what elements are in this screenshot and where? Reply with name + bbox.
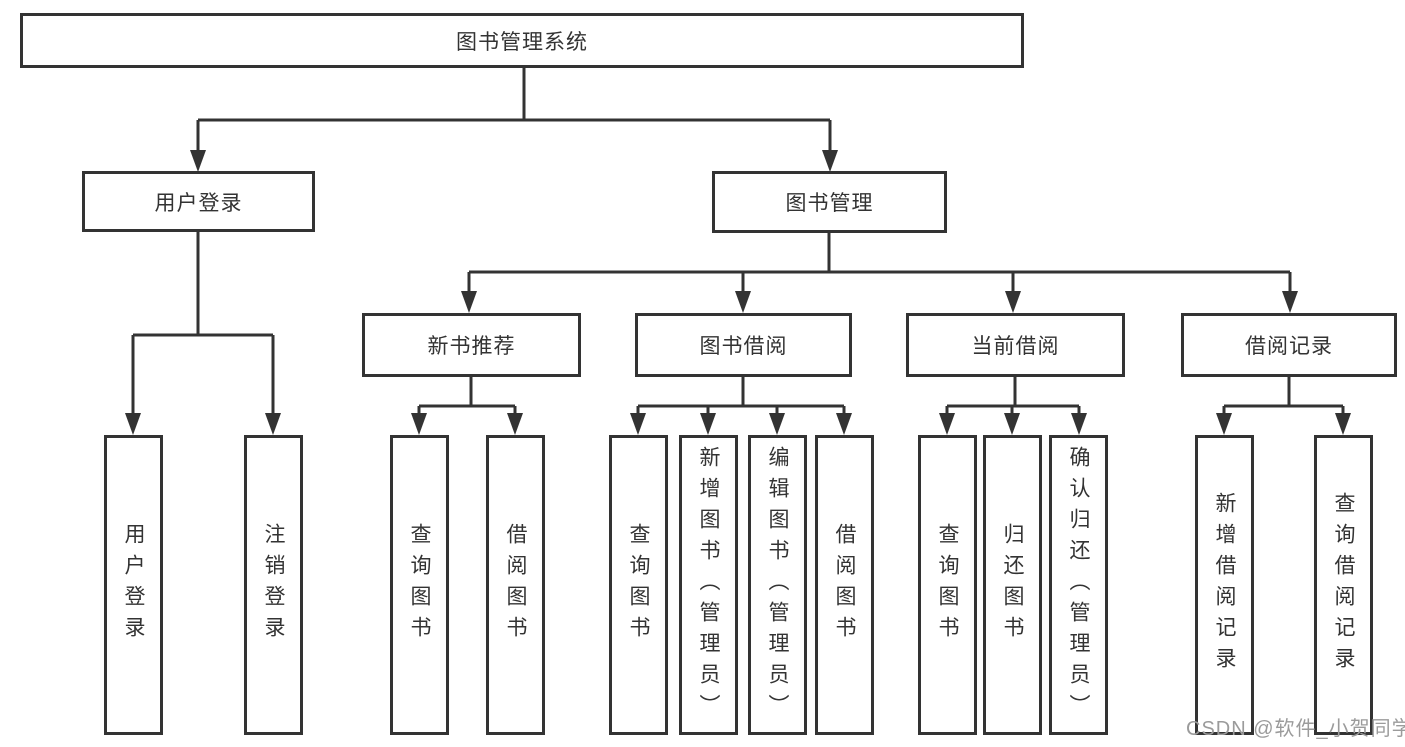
leaf-add-borrow-record: 新增借阅记录 [1195,435,1254,735]
node-borrowing-records-label: 借阅记录 [1245,335,1333,358]
edge-root-split [196,68,832,152]
node-user-login: 用户登录 [82,171,315,232]
arrowhead [125,413,141,435]
arrowhead [265,413,281,435]
arrowhead [769,413,785,435]
arrowhead [939,413,955,435]
leaf-logout: 注销登录 [244,435,303,735]
edge-newbook-split [417,377,517,417]
node-current-borrowing: 当前借阅 [906,313,1125,377]
leaf-add-book-admin: 新增图书（管理员） [679,435,738,735]
arrowhead [461,291,477,313]
leaf-query-books-2-label: 查询图书 [627,523,650,647]
leaf-query-books-2: 查询图书 [609,435,668,735]
leaf-return-book-label: 归还图书 [1001,523,1024,647]
edge-current-split [945,377,1081,417]
node-root: 图书管理系统 [20,13,1024,68]
node-user-login-label: 用户登录 [154,191,243,215]
arrowhead [836,413,852,435]
leaf-query-books-1: 查询图书 [390,435,449,735]
arrowhead [507,413,523,435]
edge-record-split [1222,377,1345,417]
arrowhead [822,150,838,172]
node-root-label: 图书管理系统 [456,30,588,54]
node-borrowing-records: 借阅记录 [1181,313,1397,377]
leaf-query-books-1-label: 查询图书 [408,523,431,647]
leaf-query-borrow-record-label: 查询借阅记录 [1332,492,1355,678]
leaf-borrow-books-1-label: 借阅图书 [504,523,527,647]
leaf-edit-book-admin-label: 编辑图书（管理员） [766,445,789,725]
leaf-edit-book-admin: 编辑图书（管理员） [748,435,807,735]
arrowhead [700,413,716,435]
leaf-logout-label: 注销登录 [262,523,285,647]
arrowhead [1216,413,1232,435]
leaf-borrow-books-2: 借阅图书 [815,435,874,735]
leaf-borrow-books-1: 借阅图书 [486,435,545,735]
leaf-query-books-3: 查询图书 [918,435,977,735]
leaf-user-login-label: 用户登录 [122,523,145,647]
leaf-add-book-admin-label: 新增图书（管理员） [697,445,720,725]
edge-bookmgmt-split [467,233,1292,294]
node-new-book-recommend: 新书推荐 [362,313,581,377]
edge-borrow-split [636,377,846,417]
leaf-query-borrow-record: 查询借阅记录 [1314,435,1373,735]
arrowhead [630,413,646,435]
edge-userlogin-split [131,232,275,415]
arrowhead [1004,413,1020,435]
leaf-user-login: 用户登录 [104,435,163,735]
leaf-confirm-return-admin: 确认归还（管理员） [1049,435,1108,735]
leaf-borrow-books-2-label: 借阅图书 [833,523,856,647]
node-book-borrowing: 图书借阅 [635,313,852,377]
leaf-add-borrow-record-label: 新增借阅记录 [1213,492,1236,678]
arrowhead [1071,413,1087,435]
arrowhead [1335,413,1351,435]
csdn-watermark: CSDN @软件_小贺同学 [1186,718,1405,740]
node-book-management-label: 图书管理 [785,192,874,215]
node-current-borrowing-label: 当前借阅 [971,335,1060,358]
leaf-query-books-3-label: 查询图书 [936,523,959,647]
node-book-borrowing-label: 图书借阅 [699,335,788,358]
arrowhead [735,291,751,313]
arrowhead [1282,291,1298,313]
node-new-book-recommend-label: 新书推荐 [427,335,516,358]
node-book-management: 图书管理 [712,171,947,233]
arrowhead [1005,291,1021,313]
leaf-confirm-return-admin-label: 确认归还（管理员） [1067,445,1090,725]
leaf-return-book: 归还图书 [983,435,1042,735]
arrowhead [190,150,206,172]
arrowhead [411,413,427,435]
